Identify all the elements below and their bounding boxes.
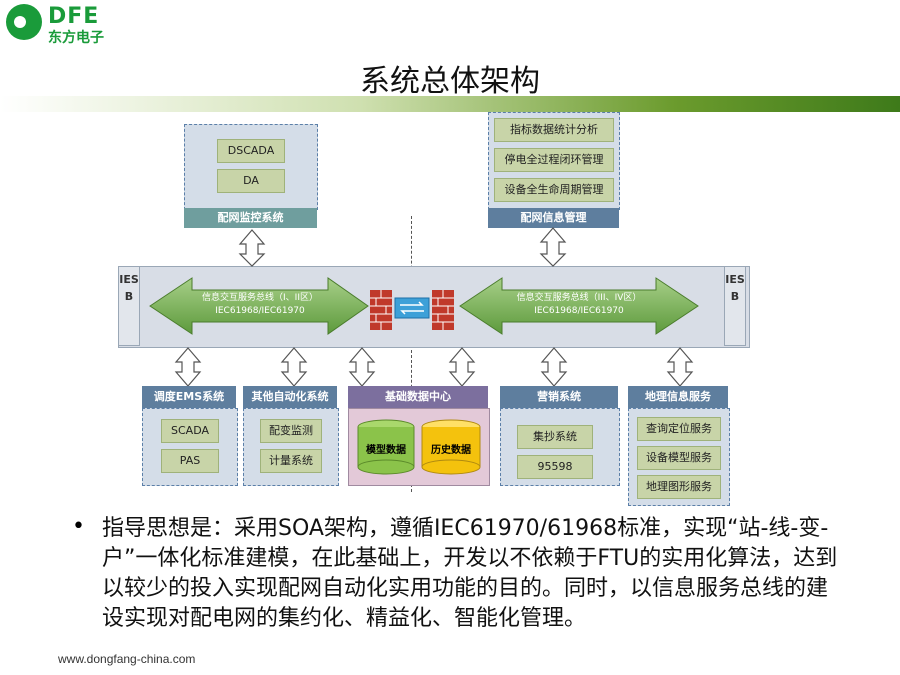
company-logo: DFE 东方电子 (4, 2, 114, 46)
data-center-panel: 模型数据 历史数据 (348, 408, 490, 486)
arrow-auto (280, 347, 308, 387)
chip-metering: 计量系统 (260, 449, 322, 473)
gis-panel: 查询定位服务 设备模型服务 地理图形服务 (628, 408, 730, 506)
chip-device-model: 设备模型服务 (637, 446, 721, 470)
chip-da: DA (217, 169, 285, 193)
database-icon (421, 419, 481, 475)
history-data-cylinder: 历史数据 (421, 419, 481, 475)
scada-header: 配网监控系统 (184, 208, 317, 228)
chip-query-locate: 查询定位服务 (637, 417, 721, 441)
chip-indicator-stats: 指标数据统计分析 (494, 118, 614, 142)
chip-meter-reading: 集抄系统 (517, 425, 593, 449)
data-center-header: 基础数据中心 (348, 386, 488, 408)
logo-mark-icon (6, 4, 42, 40)
arrow-ems (174, 347, 202, 387)
zone-divider (411, 216, 412, 492)
slide-title: 系统总体架构 (360, 64, 540, 99)
automation-panel: 配变监测 计量系统 (243, 408, 339, 486)
arrow-marketing (540, 347, 568, 387)
bus-left-line2: IEC61968/IEC61970 (215, 306, 305, 316)
bullet-text: 指导思想是：采用SOA架构，遵循IEC61970/61968标准，实现“站-线-… (102, 516, 838, 631)
chip-transformer-monitor: 配变监测 (260, 419, 322, 443)
bus-right-label: 信息交互服务总线（III、IV区） IEC61968/IEC61970 (500, 292, 658, 318)
title-divider-bar (0, 96, 900, 112)
bus-right-line1: 信息交互服务总线（III、IV区） (516, 293, 642, 303)
bus-left-line1: 信息交互服务总线（I、II区） (202, 293, 318, 303)
arrow-info (539, 227, 567, 267)
esb-right-label: IESB (724, 266, 746, 346)
bus-right-line2: IEC61968/IEC61970 (534, 306, 624, 316)
arrow-scada (238, 229, 266, 267)
chip-outage-mgmt: 停电全过程闭环管理 (494, 148, 614, 172)
gis-header: 地理信息服务 (628, 386, 728, 408)
ems-header: 调度EMS系统 (142, 386, 236, 408)
chip-dscada: DSCADA (217, 139, 285, 163)
chip-asset-lifecycle: 设备全生命周期管理 (494, 178, 614, 202)
arrow-data-left (348, 347, 376, 387)
marketing-panel: 集抄系统 95598 (500, 408, 620, 486)
bullet-marker: • (72, 514, 85, 539)
ems-panel: SCADA PAS (142, 408, 238, 486)
chip-geo-graphics: 地理图形服务 (637, 475, 721, 499)
marketing-header: 营销系统 (500, 386, 618, 408)
bus-left-label: 信息交互服务总线（I、II区） IEC61968/IEC61970 (192, 292, 328, 318)
logo-name: 东方电子 (48, 30, 104, 46)
esb-left-label: IESB (118, 266, 140, 346)
footer-url[interactable]: www.dongfang-china.com (58, 652, 196, 666)
database-icon (357, 419, 415, 475)
scada-panel: DSCADA DA (184, 124, 318, 210)
arrow-gis (666, 347, 694, 387)
chip-pas: PAS (161, 449, 219, 473)
model-data-label: 模型数据 (366, 445, 406, 456)
info-mgmt-header: 配网信息管理 (488, 208, 619, 228)
arrow-data-right (448, 347, 476, 387)
model-data-cylinder: 模型数据 (357, 419, 415, 475)
chip-scada: SCADA (161, 419, 219, 443)
history-data-label: 历史数据 (431, 445, 471, 456)
info-mgmt-panel: 指标数据统计分析 停电全过程闭环管理 设备全生命周期管理 (488, 112, 620, 210)
automation-header: 其他自动化系统 (243, 386, 337, 408)
logo-brand: DFE (48, 4, 100, 29)
chip-95598: 95598 (517, 455, 593, 479)
